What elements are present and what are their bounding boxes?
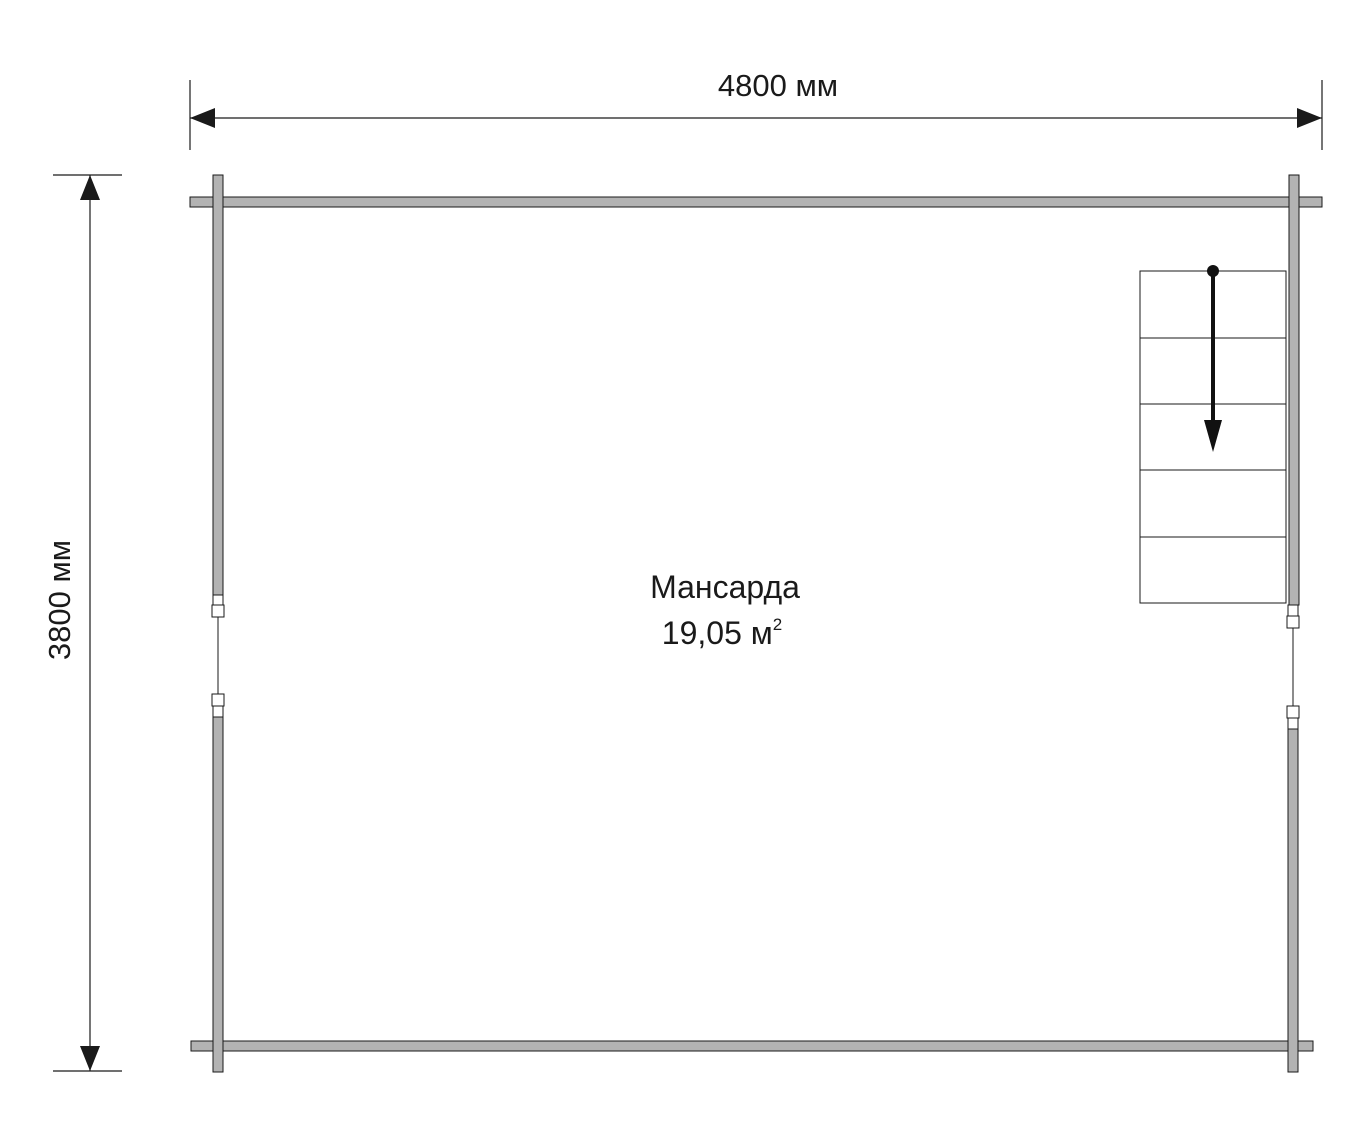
room-label: Мансарда 19,05 м2 [650, 569, 800, 651]
stair-direction-arrowhead [1204, 420, 1222, 452]
window-left-jamb-bottom [211, 693, 225, 707]
wall-right-lower [1287, 728, 1299, 1073]
staircase [1139, 265, 1287, 604]
wall-left-lower [212, 716, 224, 1073]
wall-left-upper [212, 174, 224, 596]
room-area-value: 19,05 м [662, 615, 773, 651]
window-right-jamb-top [1286, 615, 1300, 629]
window-right-jamb-bottom [1286, 705, 1300, 719]
window-left-frame-bottom [212, 705, 224, 718]
room-area: 19,05 м2 [662, 615, 782, 651]
window-left [211, 594, 225, 718]
window-right [1286, 604, 1300, 730]
height-label: 3800 мм [42, 540, 77, 660]
window-right-frame-top [1287, 604, 1299, 617]
height-arrow-bottom [80, 1046, 100, 1071]
wall-right-upper [1288, 174, 1300, 606]
window-left-frame-top [212, 594, 224, 606]
window-right-frame-bottom [1287, 717, 1299, 730]
walls [189, 174, 1323, 1073]
room-area-superscript: 2 [773, 615, 782, 634]
height-arrow-top [80, 175, 100, 200]
wall-bottom [190, 1040, 1314, 1052]
width-arrow-left [190, 108, 215, 128]
room-name: Мансарда [650, 569, 800, 605]
width-label: 4800 мм [718, 68, 838, 103]
width-dimension: 4800 мм [189, 68, 1323, 150]
height-dimension: 3800 мм [42, 174, 122, 1072]
wall-top [189, 196, 1323, 208]
window-left-jamb-top [211, 604, 225, 618]
width-arrow-right [1297, 108, 1322, 128]
